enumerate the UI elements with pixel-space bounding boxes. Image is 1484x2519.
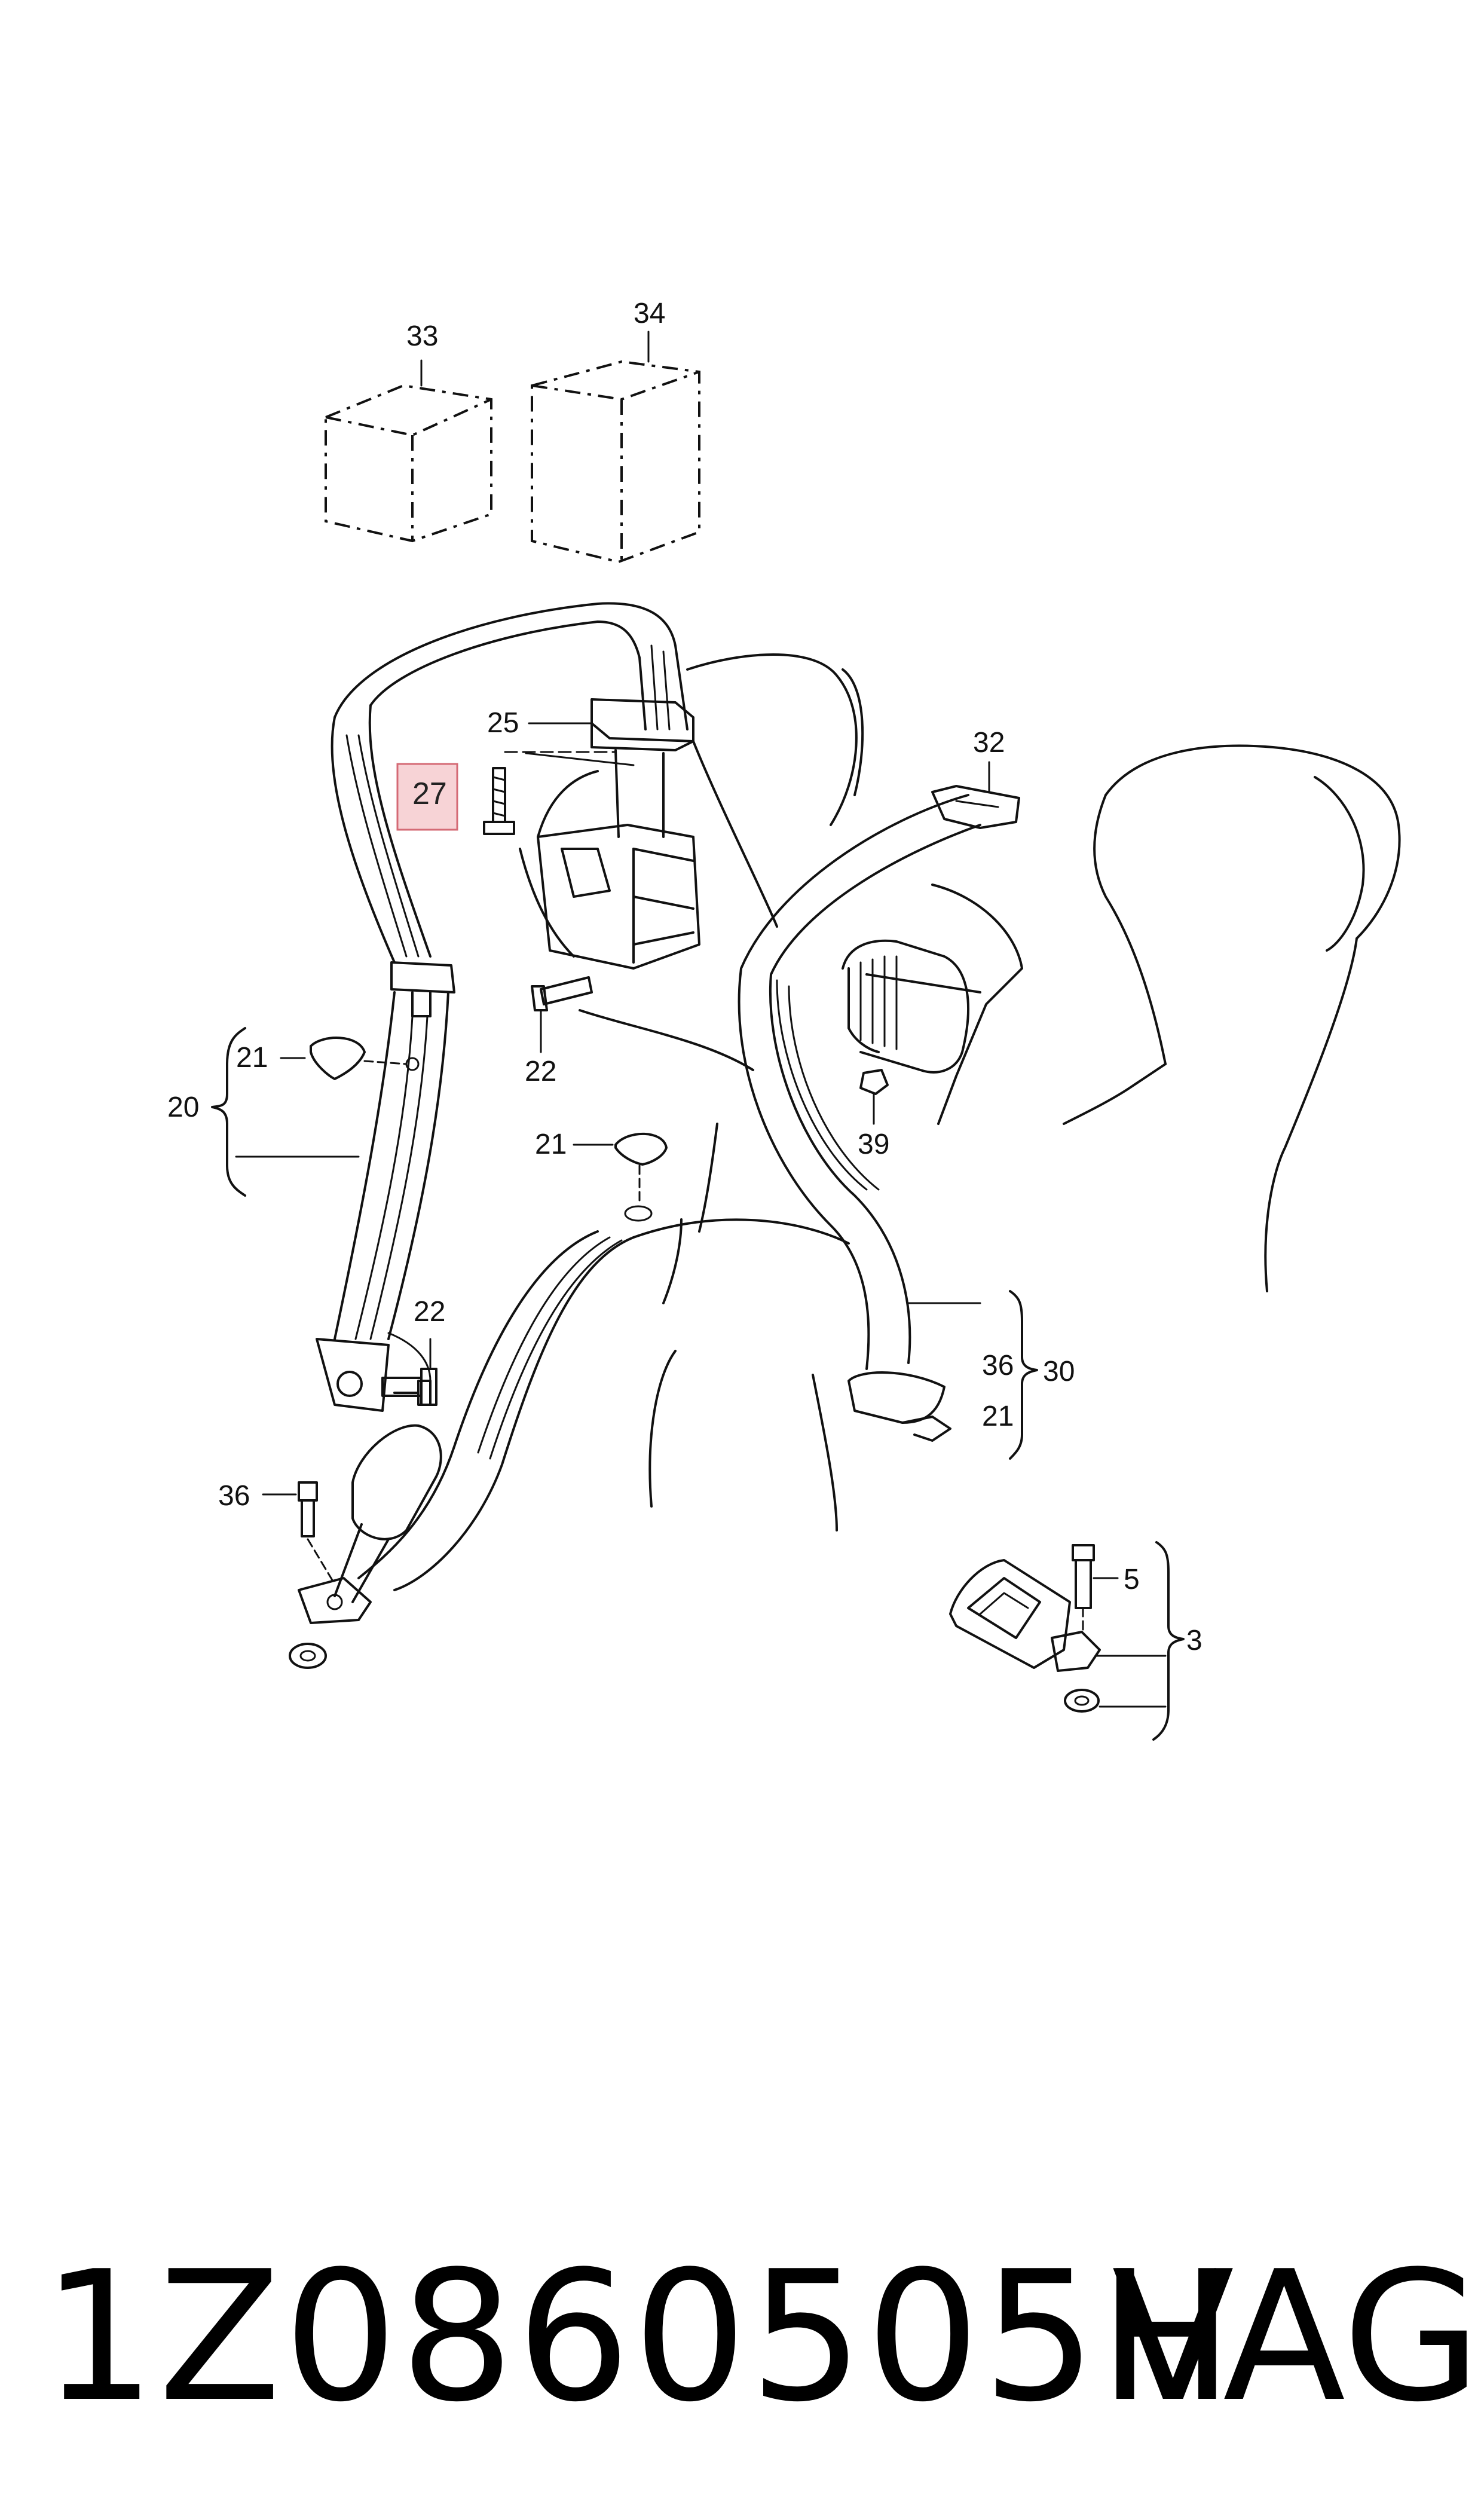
- callout-34: 34: [634, 298, 665, 329]
- callout-27: 27: [412, 777, 447, 811]
- right-lower-anchor: [847, 1290, 1038, 1460]
- buckle-right: [949, 1541, 1185, 1741]
- callout-36-right: 36: [982, 1350, 1014, 1381]
- callout-25: 25: [487, 707, 519, 739]
- callout-5: 5: [1124, 1564, 1140, 1595]
- bolt-22-lower: [381, 1338, 437, 1406]
- callout-36-left: 36: [218, 1480, 250, 1512]
- callout-32: 32: [973, 727, 1005, 759]
- callout-21-middle: 21: [535, 1129, 567, 1160]
- callout-22-upper: 22: [525, 1056, 556, 1087]
- callout-21-right: 21: [982, 1401, 1014, 1432]
- front-seat-outline: [519, 848, 838, 1531]
- center-belt: [357, 740, 981, 1591]
- callout-21-left: 21: [236, 1042, 268, 1074]
- brand-label: VAG: [1112, 2233, 1482, 2441]
- callout-27-highlight: [396, 763, 458, 831]
- callout-22-lower: 22: [414, 1296, 445, 1328]
- buckle-left: [262, 1424, 442, 1669]
- upper-anchor-32: [931, 761, 1020, 829]
- callout-20: 20: [167, 1092, 199, 1123]
- bracket-20: [211, 1027, 420, 1197]
- cap-21-middle: [573, 1132, 668, 1222]
- left-shoulder-belt: [316, 602, 689, 1412]
- part-33-box: [325, 359, 492, 543]
- bolt-22-upper: [531, 976, 593, 1053]
- right-retractor: [842, 939, 969, 1125]
- bolt-27: [483, 751, 617, 835]
- rear-seat-outline: [537, 653, 1401, 1292]
- callout-30: 30: [1043, 1356, 1075, 1387]
- part-number: 1Z0860505H: [42, 2233, 1237, 2441]
- callout-39: 39: [858, 1129, 889, 1160]
- part-34-box: [531, 331, 700, 564]
- callout-3: 3: [1186, 1625, 1203, 1656]
- callout-33: 33: [406, 320, 438, 352]
